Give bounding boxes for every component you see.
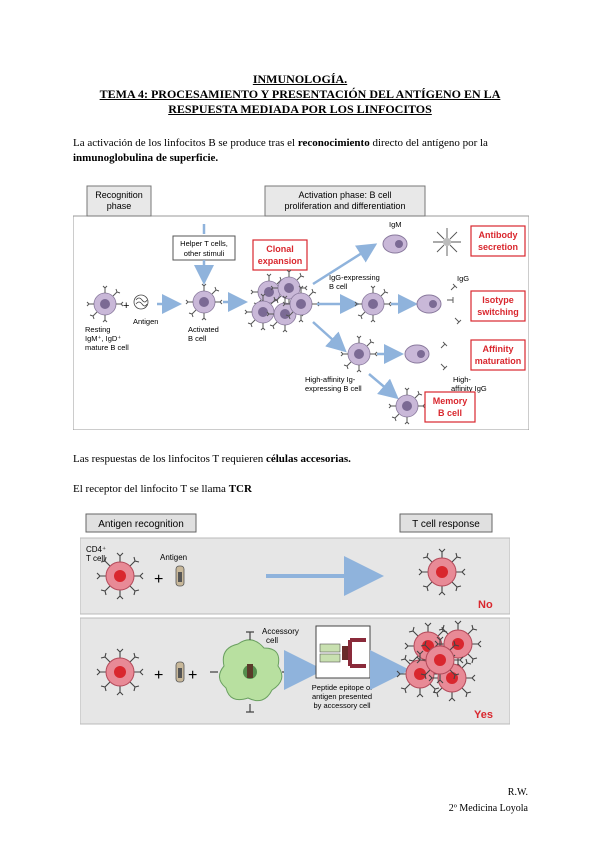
title-line-2: TEMA 4: PROCESAMIENTO Y PRESENTACIÓN DEL… [99,87,501,101]
isotype-switching-box [470,290,526,322]
svg-text:by accessory cell: by accessory cell [313,701,370,710]
svg-text:B cell: B cell [438,408,462,418]
accessory-cell-label: Accessory [262,627,299,636]
paragraph-t-cell-accessory: Las respuestas de los linfocitos T requi… [73,453,351,465]
svg-text:Memory: Memory [433,396,468,406]
svg-text:T cell: T cell [86,554,105,563]
svg-text:secretion: secretion [478,242,518,252]
svg-text:phase: phase [107,201,132,211]
svg-text:Affinity: Affinity [483,344,514,354]
paragraph-tcr: El receptor del linfocito T se llama TCR [73,483,252,495]
footer-author: R.W. [507,787,528,798]
activation-label: Activation phase: B cell [298,190,391,200]
svg-text:expressing B cell: expressing B cell [305,384,362,393]
svg-text:B cell: B cell [329,282,348,291]
svg-text:Antibody: Antibody [479,230,518,240]
memory-b-cell-box [424,391,476,423]
svg-text:proliferation and differentiat: proliferation and differentiation [285,201,406,211]
svg-text:maturation: maturation [475,356,522,366]
activation-phase-header [264,185,426,217]
svg-text:+: + [123,300,129,312]
helper-t-cells-box [172,235,236,261]
svg-text:Clonal: Clonal [266,244,294,254]
svg-text:Peptide epitope of: Peptide epitope of [312,683,373,692]
svg-text:Antigen recognition: Antigen recognition [98,519,184,530]
svg-text:Isotype: Isotype [482,295,514,305]
plasma-cell-high-affinity [404,344,430,364]
svg-text:+: + [154,571,163,588]
title-line-1: INMUNOLOGÍA. [252,72,348,86]
paragraph-b-cell-activation: La activación de los linfocitos B se pro… [73,137,488,164]
accessory-cell [210,631,290,713]
antibody-secretion-box [470,225,526,257]
clonal-expansion-box [252,239,308,271]
no-response-label: No [478,599,493,611]
svg-text:B cell: B cell [188,334,207,343]
svg-text:+: + [154,667,163,684]
antigen-recognition-header [85,513,197,533]
secreted-igg-icon [447,283,462,325]
svg-text:Activated: Activated [188,325,219,334]
svg-text:mature B cell: mature B cell [85,343,129,352]
svg-text:+: + [188,667,197,684]
footer-course: 2º Medicina Loyola [448,803,528,814]
svg-text:affinity IgG: affinity IgG [451,384,487,393]
antigen-icon [133,294,149,310]
svg-text:antigen presented: antigen presented [312,692,372,701]
svg-text:Resting: Resting [85,325,110,334]
recognition-label: Recognition [95,190,143,200]
footer: R.W. 2º Medicina Loyola [449,785,528,817]
yes-response-label: Yes [474,709,493,721]
antigen-icon-top [175,565,185,587]
igg-label: IgG [457,274,469,283]
document-title: INMUNOLOGÍA. TEMA 4: PROCESAMIENTO Y PRE… [60,72,540,117]
affinity-maturation-box [470,339,526,371]
b-cell-activation-figure: Recognition phase Activation phase: B ce… [73,185,529,430]
t-cell-response-header [399,513,493,533]
secreted-igm-icon [433,228,461,256]
antigen-label: Antigen [133,317,158,326]
svg-text:High-affinity Ig-: High-affinity Ig- [305,375,356,384]
t-cell-recognition-figure: Antigen recognition T cell response CD4⁺… [80,513,510,725]
plasma-cell-igg [416,294,442,314]
title-line-3: RESPUESTA MEDIADA POR LOS LINFOCITOS [168,102,432,116]
igm-label: IgM [389,220,402,229]
antigen-label-top: Antigen [160,553,187,562]
svg-text:IgM⁺, IgD⁺: IgM⁺, IgD⁺ [85,334,121,343]
svg-text:expansion: expansion [258,256,303,266]
plasma-cell-igm [382,234,408,254]
svg-text:Helper T cells,: Helper T cells, [180,239,228,248]
high-affinity-igg-icon [440,341,448,371]
recognition-phase-header [86,185,152,217]
tcr-mhc-complex-icon [319,638,366,668]
svg-text:other stimuli: other stimuli [184,249,225,258]
antigen-icon-bottom [175,661,185,683]
svg-text:cell: cell [266,636,278,645]
svg-text:CD4⁺: CD4⁺ [86,545,106,554]
svg-text:T cell response: T cell response [412,519,480,530]
svg-text:switching: switching [477,307,519,317]
svg-text:High-: High- [453,375,471,384]
svg-text:IgG-expressing: IgG-expressing [329,273,380,282]
